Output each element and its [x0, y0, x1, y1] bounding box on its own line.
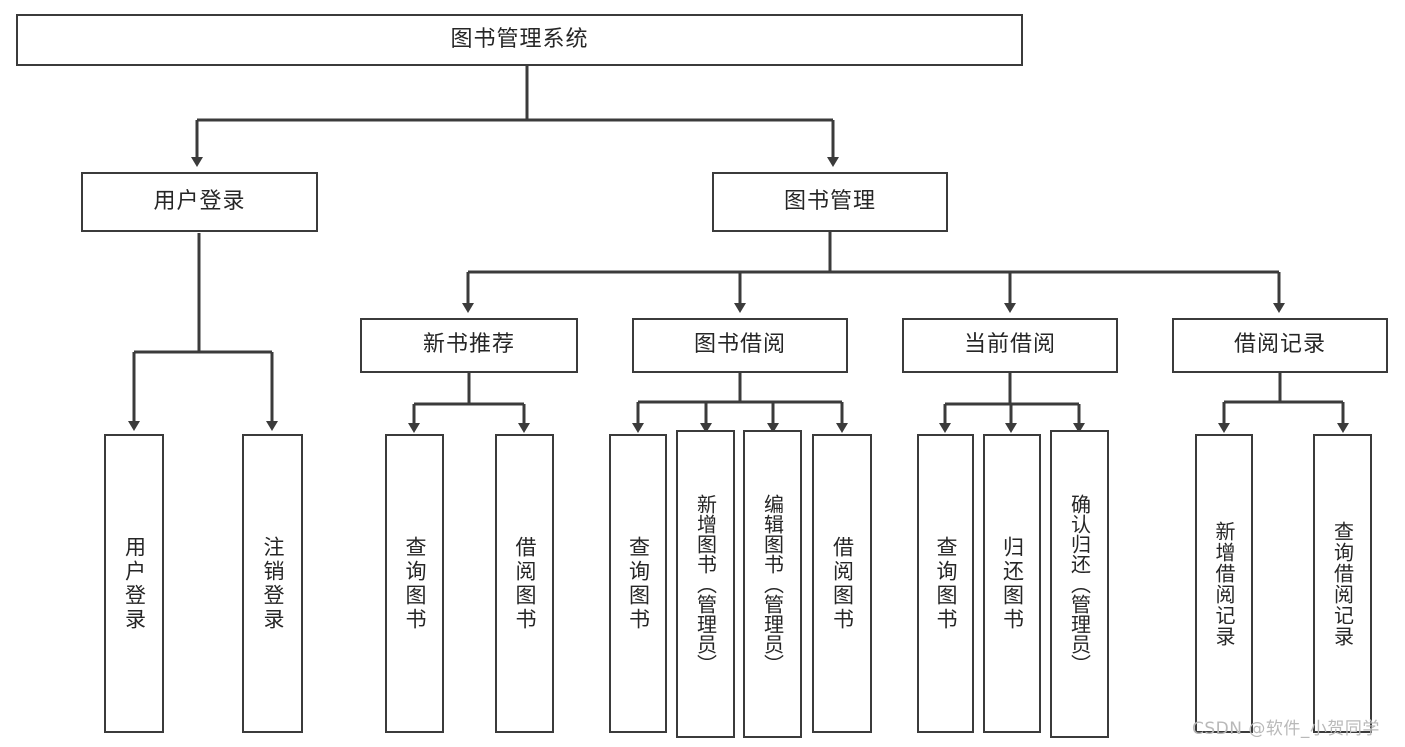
- node-label: 查询图书: [626, 535, 651, 632]
- leaf-current-confirm-return[interactable]: 确认归还（管理员）: [1050, 430, 1109, 738]
- node-book-borrow[interactable]: 图书借阅: [632, 318, 848, 373]
- leaf-borrow-add-book[interactable]: 新增图书（管理员）: [676, 430, 735, 738]
- node-label: 查询图书: [403, 535, 427, 632]
- node-label: 归还图书: [1000, 535, 1025, 632]
- node-label: 用户登录: [122, 535, 147, 632]
- node-label: 注销登录: [261, 535, 285, 632]
- node-label: 当前借阅: [963, 332, 1056, 358]
- node-label: 新增借阅记录: [1212, 520, 1236, 647]
- leaf-borrow-edit-book[interactable]: 编辑图书（管理员）: [743, 430, 802, 738]
- leaf-user-logout[interactable]: 注销登录: [242, 434, 303, 733]
- leaf-record-query[interactable]: 查询借阅记录: [1313, 434, 1372, 733]
- watermark: CSDN @软件_小贺同学: [1192, 719, 1380, 739]
- node-label: 图书管理: [783, 188, 876, 214]
- node-label: 查询借阅记录: [1330, 520, 1355, 647]
- node-label: 图书借阅: [693, 332, 786, 358]
- node-book-management[interactable]: 图书管理: [712, 172, 948, 232]
- node-user-login[interactable]: 用户登录: [81, 172, 318, 232]
- leaf-current-return[interactable]: 归还图书: [983, 434, 1041, 733]
- leaf-newbook-query[interactable]: 查询图书: [385, 434, 444, 733]
- leaf-newbook-borrow[interactable]: 借阅图书: [495, 434, 554, 733]
- node-root[interactable]: 图书管理系统: [16, 14, 1023, 66]
- node-borrow-record[interactable]: 借阅记录: [1172, 318, 1388, 373]
- node-label: 新增图书（管理员）: [693, 494, 718, 674]
- node-label: 图书管理系统: [450, 26, 589, 52]
- leaf-current-query[interactable]: 查询图书: [917, 434, 974, 733]
- node-label: 借阅图书: [830, 535, 855, 632]
- node-label: 借阅图书: [513, 535, 537, 632]
- node-label: 查询图书: [934, 535, 958, 632]
- node-label: 借阅记录: [1233, 332, 1326, 358]
- node-new-book-recommend[interactable]: 新书推荐: [360, 318, 578, 373]
- node-label: 编辑图书（管理员）: [760, 494, 785, 674]
- leaf-borrow-query[interactable]: 查询图书: [609, 434, 667, 733]
- leaf-record-add[interactable]: 新增借阅记录: [1195, 434, 1253, 733]
- node-current-borrow[interactable]: 当前借阅: [902, 318, 1118, 373]
- node-label: 新书推荐: [422, 332, 515, 358]
- node-label: 确认归还（管理员）: [1067, 494, 1092, 674]
- node-label: 用户登录: [153, 188, 246, 214]
- leaf-user-login[interactable]: 用户登录: [104, 434, 164, 733]
- leaf-borrow-borrow-book[interactable]: 借阅图书: [812, 434, 872, 733]
